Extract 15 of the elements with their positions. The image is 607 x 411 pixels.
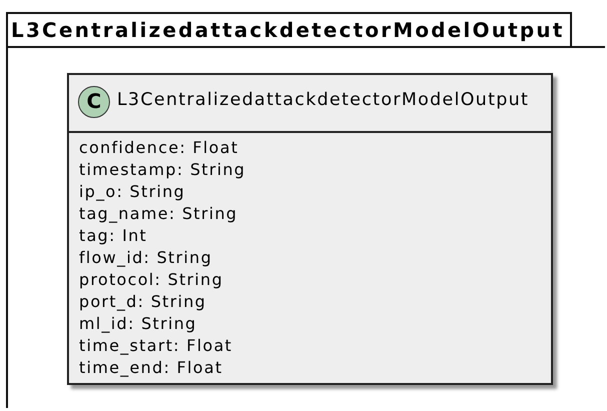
attribute-text: ip_o: String xyxy=(79,181,186,203)
attribute-text: timestamp: String xyxy=(79,159,246,181)
attribute-text: protocol: String xyxy=(79,269,224,291)
attribute-text: tag: Int xyxy=(79,225,148,247)
class-stereotype-icon: C xyxy=(78,86,110,118)
package-title: L3CentralizedattackdetectorModelOutput xyxy=(6,12,572,46)
attribute-text: time_end: Float xyxy=(79,357,224,379)
attribute-text: flow_id: String xyxy=(79,247,214,269)
attribute-text: ml_id: String xyxy=(79,313,198,335)
class-name: L3CentralizedattackdetectorModelOutput xyxy=(117,90,530,110)
attribute-text: time_start: Float xyxy=(79,335,234,357)
attribute-text: port_d: String xyxy=(79,291,208,313)
class-box xyxy=(67,73,553,385)
attribute-text: confidence: Float xyxy=(79,137,240,159)
attribute-text: tag_name: String xyxy=(79,203,239,225)
